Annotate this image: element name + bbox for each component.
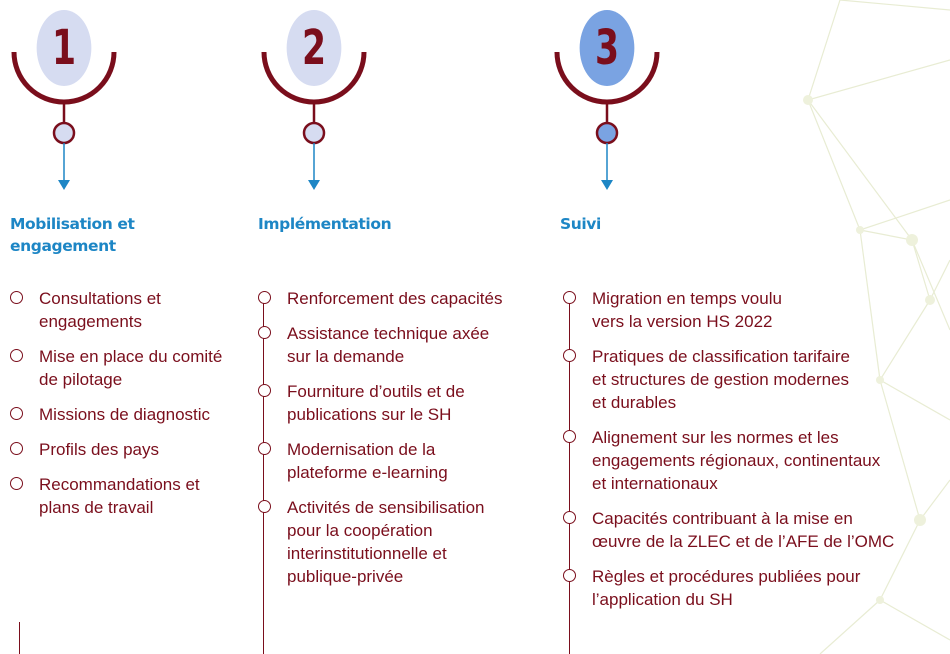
bullet-icon	[563, 291, 576, 304]
phase-2-list: Renforcement des capacités Assistance te…	[258, 287, 558, 600]
bullet-icon	[563, 569, 576, 582]
list-item: Profils des pays	[10, 438, 280, 461]
phase-2-divider	[263, 300, 264, 654]
list-item: Renforcement des capacités	[258, 287, 558, 310]
phase-2-connector	[261, 51, 367, 190]
bullet-icon	[563, 430, 576, 443]
bullet-icon	[258, 384, 271, 397]
phase-1-divider	[19, 622, 20, 654]
bullet-icon	[258, 442, 271, 455]
phase-1-connector	[11, 51, 117, 190]
bullet-icon	[10, 442, 23, 455]
list-item: Missions de diagnostic	[10, 403, 280, 426]
bullet-icon	[258, 326, 271, 339]
phase-2-title: Implémentation	[258, 215, 392, 233]
bullet-icon	[258, 500, 271, 513]
bullet-icon	[563, 511, 576, 524]
bullet-icon	[10, 349, 23, 362]
bullet-icon	[258, 291, 271, 304]
bullet-icon	[10, 477, 23, 490]
phase-3-title: Suivi	[560, 215, 601, 233]
bullet-icon	[563, 349, 576, 362]
phase-3-connector	[554, 51, 660, 190]
phase-3-divider	[569, 300, 570, 654]
phase-1-number: 1	[36, 10, 92, 86]
phase-2: 2 Implémentation Renforcement des capaci…	[0, 0, 502, 654]
bullet-icon	[10, 291, 23, 304]
phase-2-number: 2	[286, 10, 342, 86]
phase-3-number: 3	[579, 10, 635, 86]
bullet-icon	[10, 407, 23, 420]
